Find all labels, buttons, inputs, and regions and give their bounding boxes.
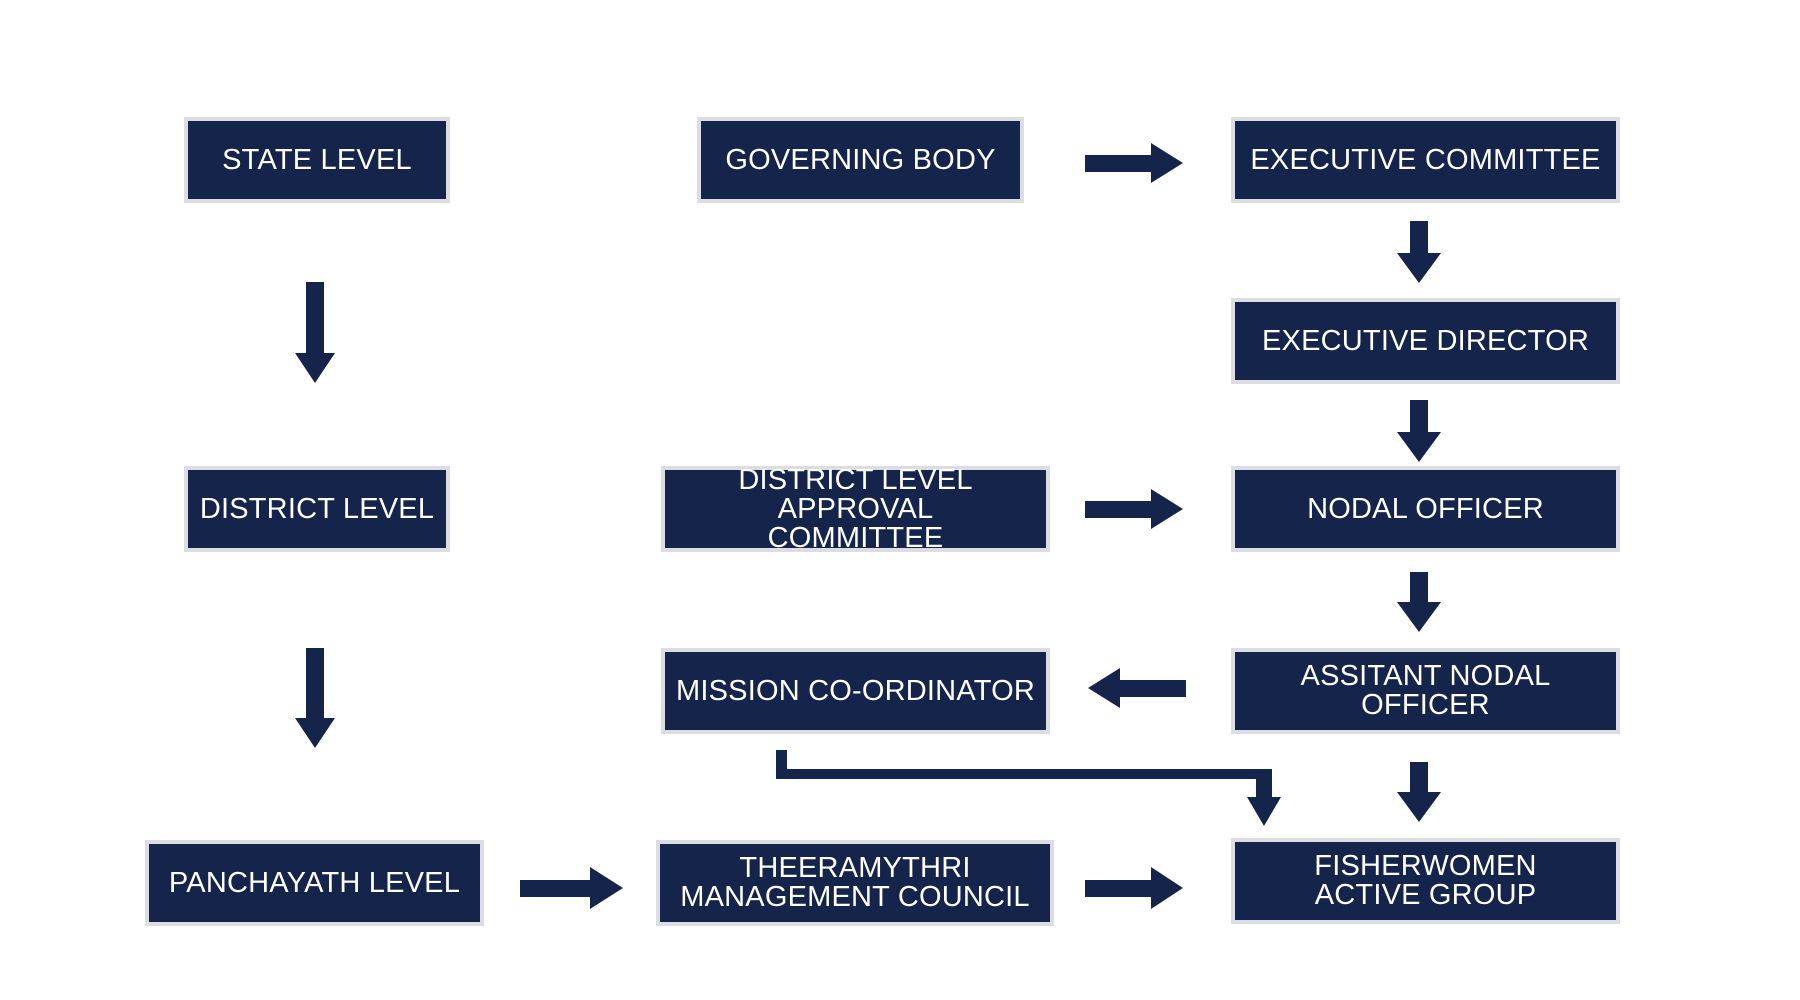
arrow-district-to-panchayath [295,648,335,748]
fisherwomen-group-box: FISHERWOMEN ACTIVE GROUP [1231,838,1620,924]
governing-body-box: GOVERNING BODY [697,117,1024,203]
executive-committee-label: EXECUTIVE COMMITTEE [1250,143,1601,176]
executive-director-box: EXECUTIVE DIRECTOR [1231,298,1620,384]
arrow-theeramythri-to-fisherwomen [1085,867,1183,909]
arrow-assistant-to-mission [1088,668,1186,708]
arrow-mission-to-fisherwomen [776,750,1281,826]
district-approval-committee-box: DISTRICT LEVEL APPROVAL COMMITTEE [661,463,1050,554]
executive-committee-box: EXECUTIVE COMMITTEE [1231,117,1620,203]
nodal-officer-box: NODAL OFFICER [1231,466,1620,552]
executive-director-label: EXECUTIVE DIRECTOR [1262,324,1589,357]
state-level-label: STATE LEVEL [222,143,412,176]
arrow-committee-to-director [1397,221,1441,283]
arrow-director-to-nodal [1397,400,1441,462]
governing-body-label: GOVERNING BODY [725,143,996,176]
arrow-governing-to-executive-committee [1085,143,1183,183]
nodal-officer-label: NODAL OFFICER [1307,492,1544,525]
state-level-box: STATE LEVEL [184,117,450,203]
district-approval-committee-label: DISTRICT LEVEL APPROVAL COMMITTEE [738,463,973,554]
assistant-nodal-officer-box: ASSITANT NODAL OFFICER [1231,648,1620,734]
theeramythri-council-box: THEERAMYTHRI MANAGEMENT COUNCIL [656,840,1054,926]
district-level-label: DISTRICT LEVEL [199,492,435,525]
fisherwomen-group-label: FISHERWOMEN ACTIVE GROUP [1314,850,1537,911]
district-level-box: DISTRICT LEVEL [184,466,450,552]
theeramythri-council-label: THEERAMYTHRI MANAGEMENT COUNCIL [680,852,1030,913]
arrow-panchayath-to-theeramythri [520,867,623,909]
mission-coordinator-box: MISSION CO-ORDINATOR [661,648,1050,734]
arrow-nodal-to-assistant [1397,572,1441,632]
assistant-nodal-officer-label: ASSITANT NODAL OFFICER [1300,660,1551,721]
mission-coordinator-label: MISSION CO-ORDINATOR [676,674,1035,707]
panchayath-level-box: PANCHAYATH LEVEL [145,840,484,926]
arrow-approval-to-nodal [1085,489,1183,529]
arrow-state-to-district [295,282,335,383]
arrow-assistant-to-fisherwomen [1397,762,1441,822]
panchayath-level-label: PANCHAYATH LEVEL [168,866,461,899]
